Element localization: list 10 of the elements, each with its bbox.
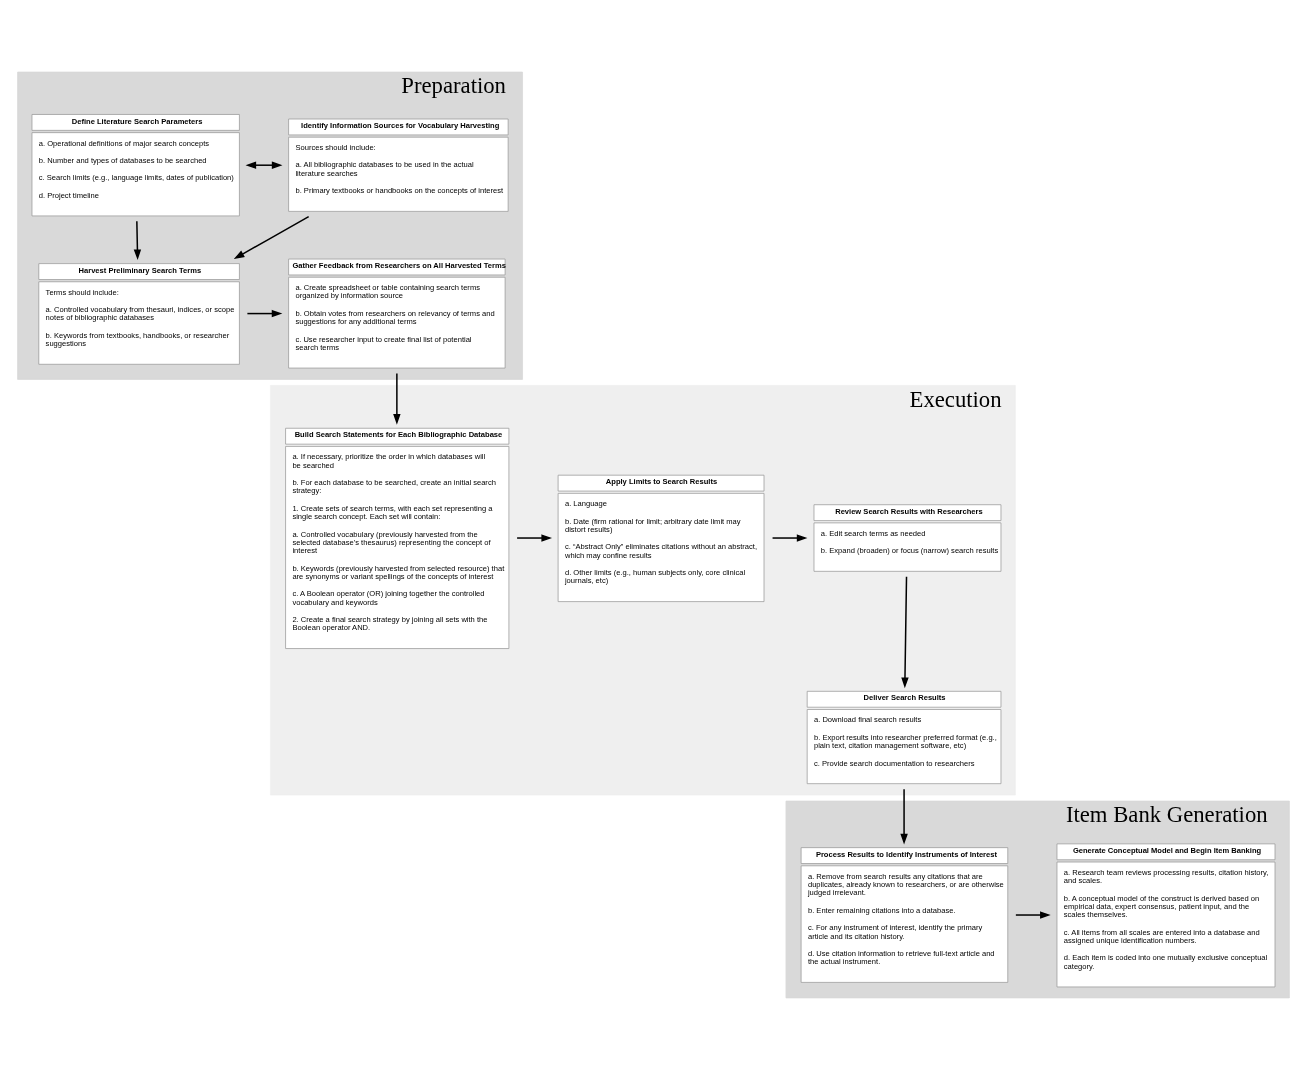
arrow	[246, 309, 283, 318]
arrow	[393, 372, 401, 425]
arrow	[901, 575, 909, 689]
arrow	[133, 220, 142, 261]
arrow	[516, 534, 552, 542]
arrow	[771, 534, 808, 542]
arrow	[1015, 911, 1051, 919]
arrow	[233, 215, 310, 260]
arrow	[245, 161, 283, 169]
arrow	[900, 788, 908, 845]
